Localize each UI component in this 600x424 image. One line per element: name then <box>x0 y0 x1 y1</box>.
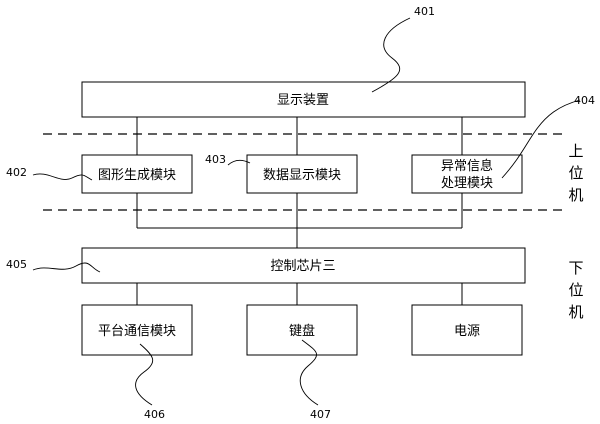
keyboard-label: 键盘 <box>289 323 315 339</box>
upper-label-char-2: 位 <box>568 164 583 182</box>
data-display-module-label: 数据显示模块 <box>263 168 341 183</box>
display-device-box: 显示装置 <box>81 81 526 118</box>
ref-405: 405 <box>6 258 27 271</box>
ref-402: 402 <box>6 166 27 179</box>
control-chip-box: 控制芯片三 <box>81 247 526 284</box>
ref-401: 401 <box>414 5 435 18</box>
control-chip-label: 控制芯片三 <box>270 259 335 274</box>
lower-computer-label: 下 位 机 <box>568 259 583 321</box>
keyboard-box: 键盘 <box>246 304 358 356</box>
connection-lines <box>136 117 463 305</box>
lower-label-char-1: 下 <box>568 259 583 277</box>
lower-label-char-3: 机 <box>568 303 583 321</box>
abnormal-module-box: 异常信息 处理模块 <box>411 154 523 194</box>
power-label: 电源 <box>454 324 480 339</box>
graphics-module-label: 图形生成模块 <box>98 168 176 183</box>
ref-407: 407 <box>310 408 331 421</box>
upper-computer-label: 上 位 机 <box>568 142 583 204</box>
ref-406: 406 <box>144 408 165 421</box>
ref-403: 403 <box>205 153 226 166</box>
upper-label-char-3: 机 <box>568 186 583 204</box>
ref-404: 404 <box>574 94 595 107</box>
lower-label-char-2: 位 <box>568 281 583 299</box>
upper-label-char-1: 上 <box>568 142 583 160</box>
display-device-label: 显示装置 <box>277 93 329 108</box>
graphics-module-box: 图形生成模块 <box>81 154 193 194</box>
power-box: 电源 <box>411 304 523 356</box>
data-display-module-box: 数据显示模块 <box>246 154 358 194</box>
leader-lines <box>32 17 581 406</box>
platform-comm-module-box: 平台通信模块 <box>81 304 193 356</box>
abnormal-module-label-line2: 处理模块 <box>441 176 493 191</box>
abnormal-module-label-line1: 异常信息 <box>441 158 493 174</box>
platform-comm-module-label: 平台通信模块 <box>98 324 176 339</box>
